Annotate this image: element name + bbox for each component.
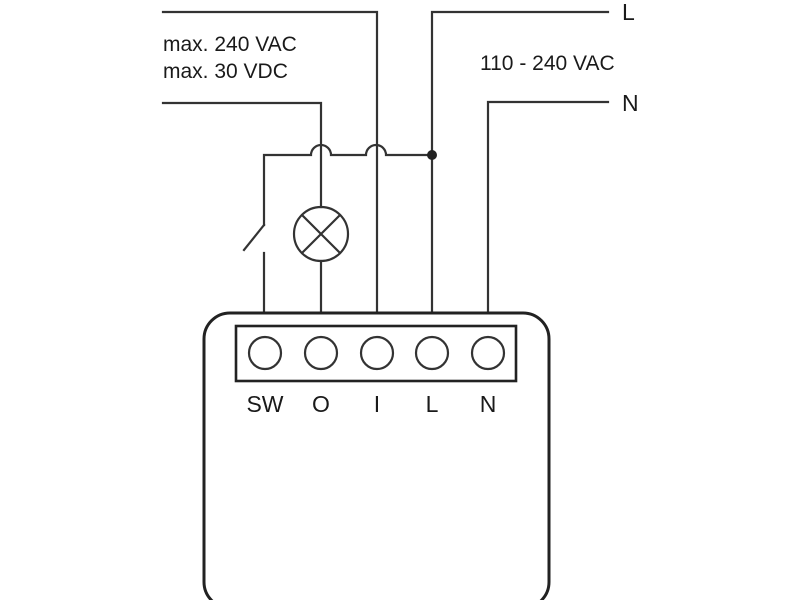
terminal-label-sw: SW bbox=[246, 391, 283, 417]
live-line-label: L bbox=[622, 0, 635, 25]
device-body bbox=[202, 311, 551, 600]
neutral-line-label: N bbox=[622, 90, 639, 116]
wire-input-i bbox=[161, 10, 379, 314]
terminal-n-screw[interactable] bbox=[470, 335, 506, 371]
wire-live bbox=[430, 10, 610, 314]
terminal-label-n: N bbox=[480, 391, 497, 417]
terminal-i-screw[interactable] bbox=[359, 335, 395, 371]
terminal-screws bbox=[247, 335, 506, 371]
supply-rating: 110 - 240 VAC bbox=[480, 52, 615, 75]
terminal-label-i: I bbox=[374, 391, 380, 417]
lamp-icon bbox=[292, 205, 350, 263]
terminal-block bbox=[234, 324, 518, 383]
load-rating-ac: max. 240 VAC bbox=[163, 33, 297, 56]
switch-icon bbox=[242, 223, 266, 252]
terminal-label-l: L bbox=[426, 391, 439, 417]
terminal-sw-screw[interactable] bbox=[247, 335, 283, 371]
wire-switch-bus bbox=[262, 143, 434, 227]
wire-load-out bbox=[161, 101, 323, 209]
terminal-l-screw[interactable] bbox=[414, 335, 450, 371]
terminal-label-o: O bbox=[312, 391, 330, 417]
load-rating-dc: max. 30 VDC bbox=[163, 60, 288, 83]
terminal-o-screw[interactable] bbox=[303, 335, 339, 371]
junction-dot bbox=[427, 150, 437, 160]
wire-neutral bbox=[486, 100, 610, 314]
